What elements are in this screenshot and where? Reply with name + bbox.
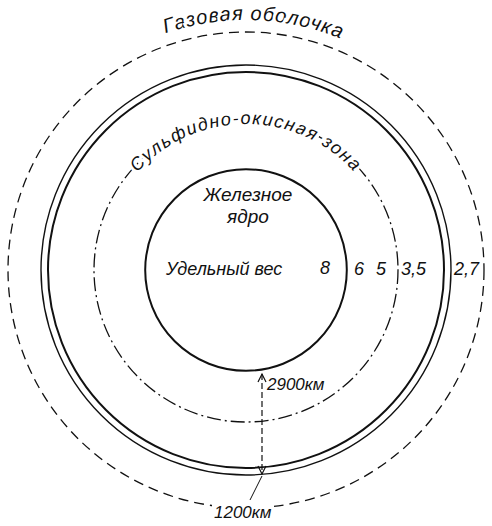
zone-title: Сульфидно-окисная зона: [126, 108, 367, 175]
density-value: 6: [354, 259, 364, 280]
density-value: 8: [320, 258, 330, 279]
leader-line: [250, 476, 262, 500]
shell-title: Газовая оболочка: [160, 2, 348, 43]
crust-inner: [48, 72, 444, 468]
dimension-arrow: [258, 374, 266, 382]
core-circle: Железное ядроУдельный вес 8: [144, 168, 348, 372]
density-value: 2,7: [454, 259, 479, 280]
density-value: 5: [376, 259, 386, 280]
dimension-label: 1200км: [212, 503, 274, 523]
crust-outer: [41, 65, 451, 475]
core-name: Железное ядро: [190, 184, 306, 228]
dimension-label: 2900км: [267, 375, 325, 395]
density-caption: Удельный вес: [166, 259, 282, 280]
gas-shell-boundary: [8, 32, 484, 508]
dimension-line: [261, 374, 262, 474]
dimension-arrow: [258, 466, 266, 474]
density-value: 3,5: [401, 259, 426, 280]
